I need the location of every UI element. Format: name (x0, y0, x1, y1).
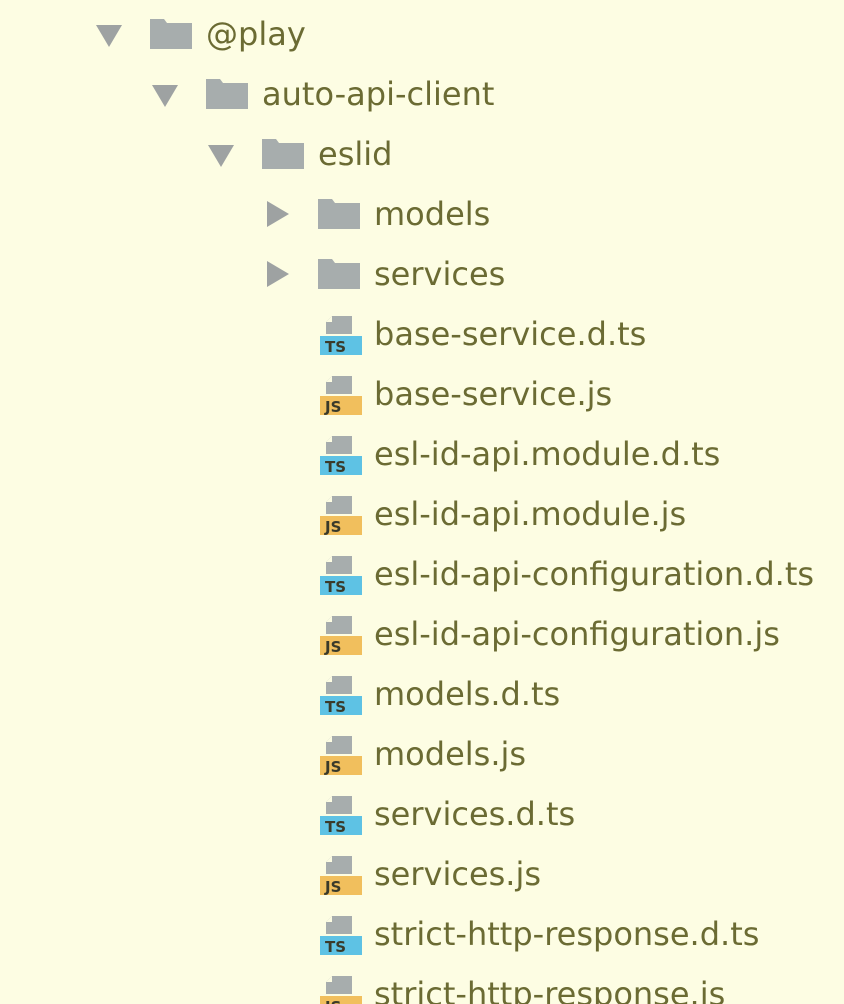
file-type-badge: TS (325, 938, 346, 956)
typescript-file-icon: TS (320, 556, 362, 596)
file-type-badge: JS (324, 758, 341, 776)
file-type-badge: JS (324, 998, 341, 1004)
tree-file-row[interactable]: TS strict-http-response.d.ts (0, 904, 844, 964)
tree-file-row[interactable]: JS services.js (0, 844, 844, 904)
javascript-file-icon: JS (320, 856, 362, 896)
typescript-file-icon: TS (320, 916, 362, 956)
javascript-file-icon: JS (320, 496, 362, 536)
file-type-badge: TS (325, 338, 346, 356)
folder-icon (262, 139, 304, 169)
typescript-file-icon: TS (320, 676, 362, 716)
chevron-down-icon[interactable] (152, 85, 178, 107)
tree-file-row[interactable]: TS models.d.ts (0, 664, 844, 724)
typescript-file-icon: TS (320, 796, 362, 836)
tree-folder-row[interactable]: auto-api-client (0, 64, 844, 124)
typescript-file-icon: TS (320, 436, 362, 476)
file-type-badge: TS (325, 458, 346, 476)
tree-file-row[interactable]: JS base-service.js (0, 364, 844, 424)
folder-icon (318, 259, 360, 289)
tree-item-label: esl-id-api-configuration.d.ts (374, 555, 815, 593)
folder-icon (206, 79, 248, 109)
tree-file-row[interactable]: JS models.js (0, 724, 844, 784)
tree-file-row[interactable]: TS esl-id-api-configuration.d.ts (0, 544, 844, 604)
tree-item-label: @play (206, 15, 306, 53)
folder-icon (318, 199, 360, 229)
tree-item-label: esl-id-api.module.js (374, 495, 687, 533)
tree-item-label: base-service.d.ts (374, 315, 647, 353)
tree-item-label: base-service.js (374, 375, 613, 413)
javascript-file-icon: JS (320, 616, 362, 656)
chevron-right-icon[interactable] (267, 201, 289, 227)
file-type-badge: TS (325, 698, 346, 716)
tree-item-label: services (374, 255, 506, 293)
tree-item-label: auto-api-client (262, 75, 495, 113)
typescript-file-icon: TS (320, 316, 362, 356)
file-type-badge: TS (325, 578, 346, 596)
folder-icon (150, 19, 192, 49)
tree-item-label: services.js (374, 855, 542, 893)
file-type-badge: JS (324, 878, 341, 896)
file-type-badge: JS (324, 638, 341, 656)
tree-file-row[interactable]: JS esl-id-api-configuration.js (0, 604, 844, 664)
tree-item-label: models (374, 195, 491, 233)
tree-item-label: models.d.ts (374, 675, 561, 713)
tree-file-row[interactable]: TS base-service.d.ts (0, 304, 844, 364)
tree-item-label: esl-id-api.module.d.ts (374, 435, 721, 473)
javascript-file-icon: JS (320, 976, 362, 1004)
tree-item-label: models.js (374, 735, 527, 773)
tree-item-label: services.d.ts (374, 795, 576, 833)
javascript-file-icon: JS (320, 376, 362, 416)
tree-item-label: esl-id-api-configuration.js (374, 615, 780, 653)
file-type-badge: TS (325, 818, 346, 836)
tree-folder-row[interactable]: @play (0, 4, 844, 64)
tree-item-label: eslid (318, 135, 393, 173)
tree-item-label: strict-http-response.js (374, 975, 726, 1004)
tree-file-row[interactable]: JS esl-id-api.module.js (0, 484, 844, 544)
chevron-down-icon[interactable] (96, 25, 122, 47)
chevron-down-icon[interactable] (208, 145, 234, 167)
tree-file-row[interactable]: TS services.d.ts (0, 784, 844, 844)
file-type-badge: JS (324, 518, 341, 536)
tree-folder-row[interactable]: services (0, 244, 844, 304)
tree-file-row[interactable]: JS strict-http-response.js (0, 964, 844, 1004)
chevron-right-icon[interactable] (267, 261, 289, 287)
file-type-badge: JS (324, 398, 341, 416)
tree-item-label: strict-http-response.d.ts (374, 915, 760, 953)
tree-file-row[interactable]: TS esl-id-api.module.d.ts (0, 424, 844, 484)
tree-folder-row[interactable]: models (0, 184, 844, 244)
javascript-file-icon: JS (320, 736, 362, 776)
tree-folder-row[interactable]: eslid (0, 124, 844, 184)
